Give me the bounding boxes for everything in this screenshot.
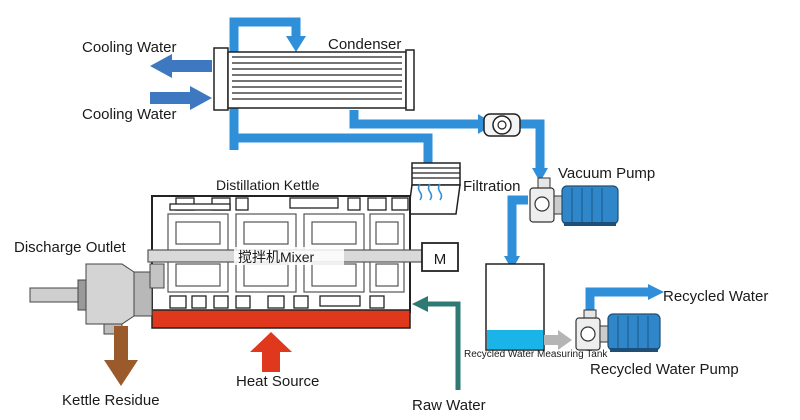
filtration-label: Filtration (463, 178, 521, 195)
tank-feed-pipe (507, 195, 528, 262)
mixer-label: 搅拌机Mixer (238, 249, 315, 265)
heating-jacket (151, 309, 411, 329)
distillation-kettle-label: Distillation Kettle (216, 177, 320, 193)
condenser-inlet-arrow-icon (286, 36, 306, 52)
condenser-label: Condenser (328, 36, 401, 53)
vacuum-line-pipe (520, 119, 545, 172)
measuring-tank-label: Recycled Water Measuring Tank (464, 349, 608, 360)
vacuum-pump (529, 177, 619, 226)
vacuum-inlet-arrow-icon (532, 168, 548, 182)
vapor-wave-icon (417, 183, 443, 201)
heat-source-label: Heat Source (236, 373, 319, 390)
kettle-residue-label: Kettle Residue (62, 392, 160, 409)
cooling-water-in-arrow-icon (150, 86, 212, 110)
motor (421, 242, 459, 272)
tank-water-level (487, 330, 543, 349)
pipe-network (229, 17, 650, 312)
kettle-residue-arrow-icon (104, 326, 138, 386)
tank-inlet-arrow-icon (504, 256, 520, 270)
recycled-water-pump (575, 309, 661, 352)
heat-source-arrow-icon (250, 332, 292, 372)
condensate-pipe (349, 110, 484, 129)
cooling-water-in-label: Cooling Water (82, 106, 176, 123)
cooling-water-out-arrow-icon (150, 54, 212, 78)
recycled-outlet-pipe (585, 287, 650, 312)
recycled-water-pump-label: Recycled Water Pump (590, 361, 739, 378)
filtration-unit (407, 162, 461, 215)
raw-water-label: Raw Water (412, 397, 486, 414)
tank-to-pump-arrow-icon (544, 330, 572, 350)
raw-water-arrow-icon (412, 296, 428, 312)
recycled-water-label: Recycled Water (663, 288, 768, 305)
recycled-water-arrow-icon (648, 284, 664, 300)
condenser (213, 47, 415, 111)
vapor-riser-pipe (229, 110, 433, 165)
flow-meter (483, 113, 521, 137)
discharge-outlet (29, 263, 165, 335)
raw-water-pipe (424, 301, 461, 390)
motor-icon: M (434, 251, 447, 268)
cooling-water-out-label: Cooling Water (82, 39, 176, 56)
discharge-outlet-label: Discharge Outlet (14, 239, 127, 256)
vacuum-pump-label: Vacuum Pump (558, 165, 655, 182)
measuring-tank (485, 263, 545, 351)
